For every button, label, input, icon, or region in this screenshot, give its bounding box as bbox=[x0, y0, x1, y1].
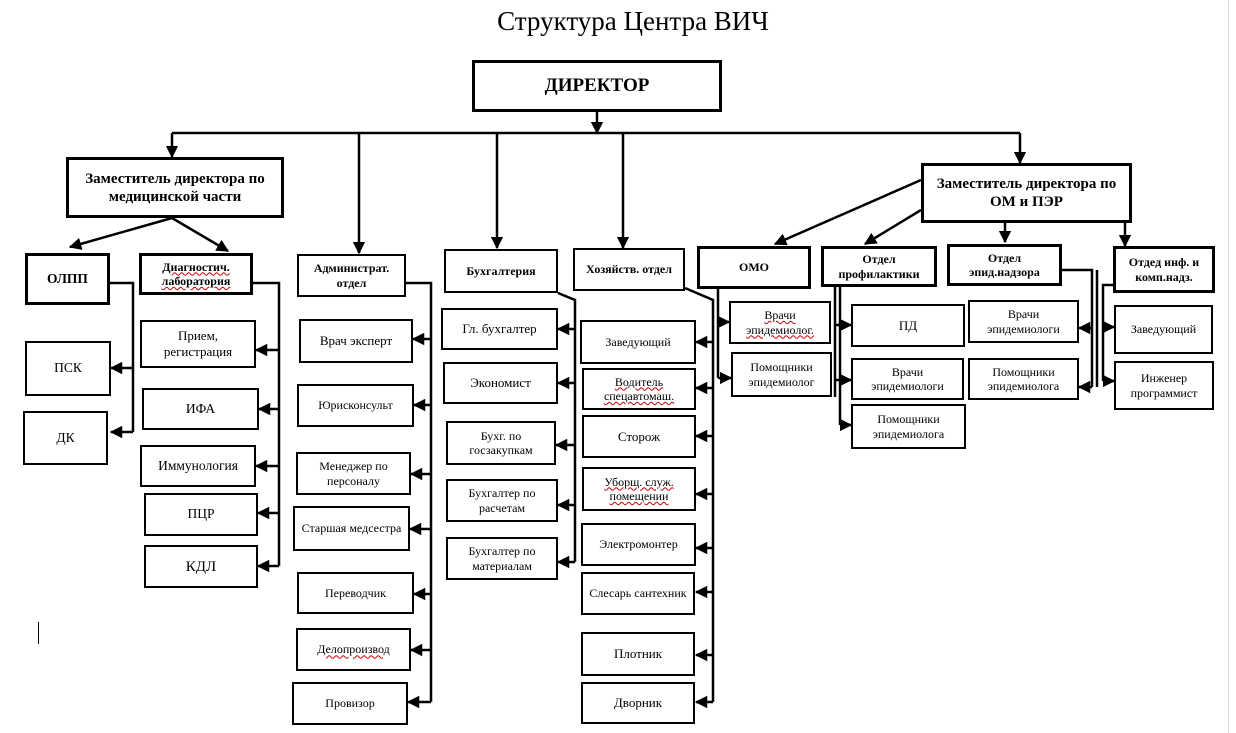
house-item-cleaner: Уборщ. служ. помещении bbox=[582, 467, 696, 511]
house-item-janitor: Дворник bbox=[581, 682, 695, 724]
admin-dept-box: Администрат. отдел bbox=[297, 254, 406, 297]
info-item-engineer: Инженер программист bbox=[1114, 361, 1214, 410]
lab-item-ifa: ИФА bbox=[142, 388, 259, 430]
admin-item-clerk-label: Делопроизвод bbox=[317, 642, 390, 657]
diag-lab-label: Диагностич. лаборатория bbox=[161, 259, 231, 288]
admin-item-lawyer: Юрисконсульт bbox=[297, 384, 414, 427]
prof-box: Отдел профилактики bbox=[821, 246, 937, 287]
house-item-carpenter: Плотник bbox=[581, 632, 695, 676]
omo-item-doctors-label: Врачи эпидемиолог. bbox=[746, 308, 814, 337]
admin-item-pharmacist: Провизор bbox=[292, 682, 408, 725]
lab-item-reception: Прием, регистрация bbox=[140, 320, 256, 368]
household-box: Хозяйств. отдел bbox=[573, 248, 685, 291]
psk-box: ПСК bbox=[25, 341, 111, 396]
prof-item-pd: ПД bbox=[851, 304, 965, 347]
house-item-driver-label: Водитель спецавтомаш. bbox=[603, 374, 675, 403]
page-margin-line bbox=[1228, 0, 1229, 733]
lab-item-kdl: КДЛ bbox=[144, 545, 258, 588]
deputy-om-box: Заместитель директора по ОМ и ПЭР bbox=[921, 163, 1132, 223]
acc-item-settlements: Бухгалтер по расчетам bbox=[446, 479, 558, 522]
olpp-box: ОЛПП bbox=[25, 253, 110, 305]
admin-item-clerk: Делопроизвод bbox=[296, 628, 411, 671]
epid-item-doctors: Врачи эпидемиологи bbox=[968, 300, 1079, 343]
acc-item-procurement: Бухг. по госзакупкам bbox=[446, 421, 556, 465]
omo-item-assistants: Помощники эпидемиолог bbox=[731, 352, 832, 397]
admin-item-translator: Переводчик bbox=[297, 572, 414, 614]
omo-item-doctors: Врачи эпидемиолог. bbox=[729, 301, 831, 344]
chart-title: Структура Центра ВИЧ bbox=[497, 6, 769, 36]
lab-item-immunology: Иммунология bbox=[140, 445, 256, 487]
director-box: ДИРЕКТОР bbox=[472, 60, 722, 112]
acc-item-economist: Экономист bbox=[443, 362, 558, 404]
house-item-plumber: Слесарь сантехник bbox=[581, 572, 695, 615]
deputy-med-box: Заместитель директора по медицинской час… bbox=[66, 157, 284, 218]
house-item-head: Заведующий bbox=[580, 320, 696, 364]
acc-item-chief: Гл. бухгалтер bbox=[441, 308, 558, 350]
house-item-cleaner-label: Уборщ. служ. помещении bbox=[604, 474, 674, 503]
text-cursor bbox=[38, 622, 39, 644]
prof-item-assistants: Помощники эпидемиолога bbox=[851, 404, 966, 449]
admin-item-hr: Менеджер по персоналу bbox=[296, 452, 411, 495]
epid-item-assistants: Помощники эпидемиолога bbox=[968, 358, 1079, 400]
omo-box: ОМО bbox=[697, 246, 811, 289]
acc-item-materials: Бухгалтер по материалам bbox=[446, 537, 558, 580]
prof-item-doctors: Врачи эпидемиологи bbox=[851, 358, 964, 400]
admin-item-expert: Врач эксперт bbox=[299, 319, 413, 363]
house-item-electrician: Электромонтер bbox=[581, 523, 696, 566]
dk-box: ДК bbox=[23, 411, 108, 465]
lab-item-pcr: ПЦР bbox=[144, 493, 258, 536]
info-box: Отдед инф. и комп.надз. bbox=[1113, 246, 1215, 293]
epid-box: Отдел эпид.надзора bbox=[947, 244, 1062, 286]
house-item-guard: Сторож bbox=[582, 415, 696, 458]
info-item-head: Заведующий bbox=[1114, 305, 1213, 354]
accounting-box: Бухгалтерия bbox=[444, 249, 558, 293]
house-item-driver: Водитель спецавтомаш. bbox=[582, 368, 696, 410]
diag-lab-box: Диагностич. лаборатория bbox=[139, 253, 253, 295]
admin-item-nurse: Старшая медсестра bbox=[293, 506, 410, 551]
